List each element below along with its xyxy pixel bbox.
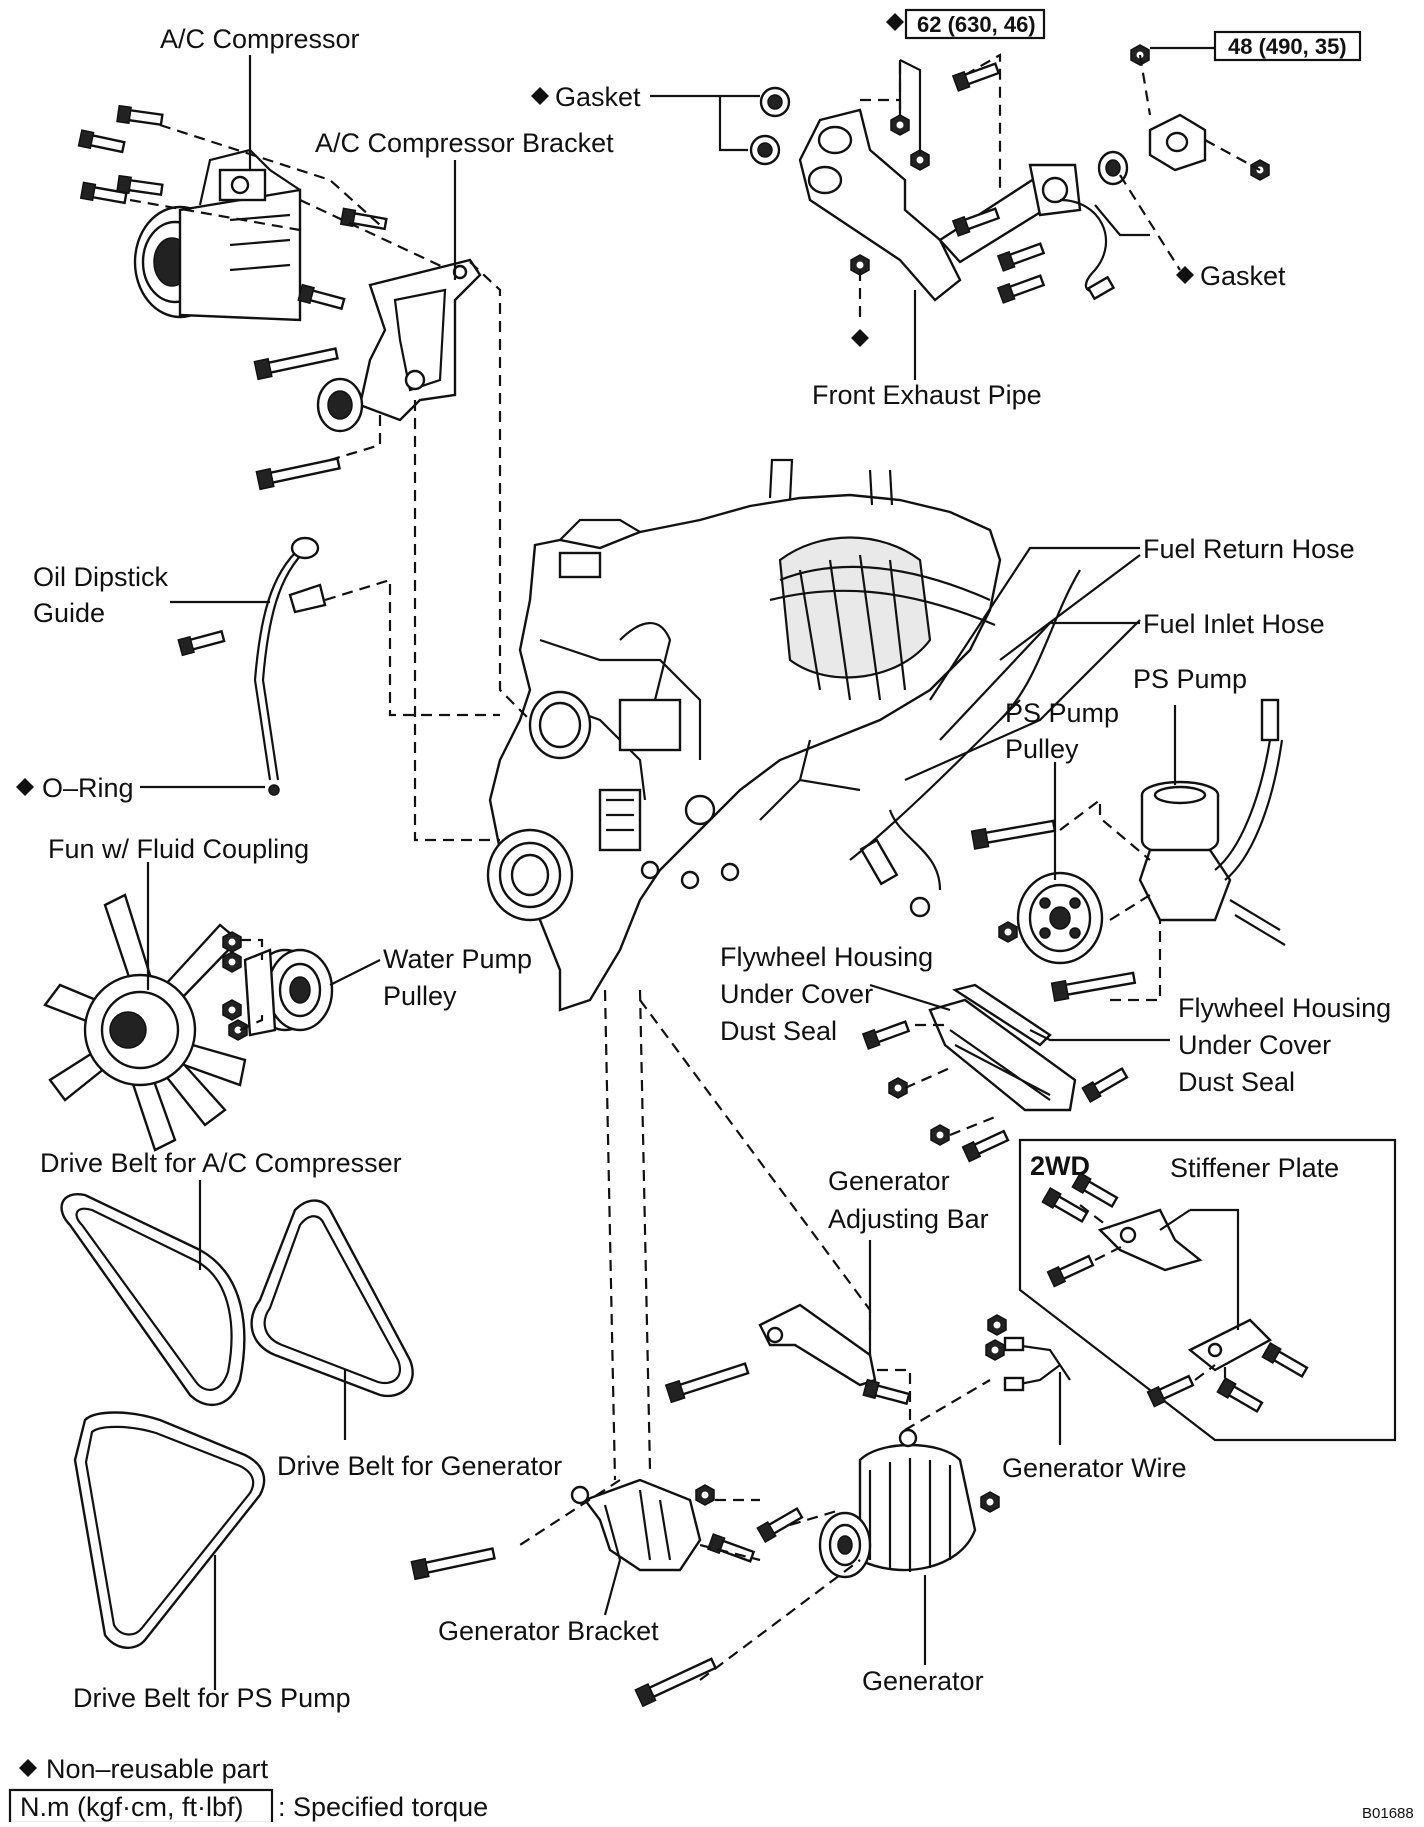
label-fuel-return-hose: Fuel Return Hose <box>1143 534 1355 564</box>
label-fhuc-left-1: Flywheel Housing <box>720 942 933 972</box>
label-ps-pump-pulley-1: PS Pump <box>1005 698 1119 728</box>
legend-torque-box <box>8 1788 274 1825</box>
label-drive-belt-ps: Drive Belt for PS Pump <box>73 1683 351 1713</box>
label-oil-dipstick-2: Guide <box>33 598 105 628</box>
generator-wire <box>1003 1336 1071 1392</box>
label-water-pump-1: Water Pump <box>383 944 532 974</box>
generator <box>818 1428 977 1579</box>
legend-non-reusable: Non–reusable part <box>46 1754 269 1784</box>
label-generator-bracket: Generator Bracket <box>438 1616 659 1646</box>
label-gen-adj-2: Adjusting Bar <box>828 1204 989 1234</box>
drive-belt-ac <box>60 1193 246 1406</box>
label-drive-belt-generator: Drive Belt for Generator <box>277 1451 562 1481</box>
ps-pump-pulley <box>1016 871 1104 965</box>
label-o-ring: O–Ring <box>42 773 134 803</box>
torque-box-62 <box>904 8 1046 40</box>
legend-torque-text: : Specified torque <box>278 1792 488 1822</box>
label-gasket-right: Gasket <box>1200 261 1286 291</box>
label-drive-belt-ac: Drive Belt for A/C Compresser <box>40 1148 402 1178</box>
water-pump-pulley <box>243 948 334 1037</box>
generator-adjusting-bar <box>758 1303 877 1387</box>
fan-with-fluid-coupling <box>43 893 247 1152</box>
label-ps-pump: PS Pump <box>1133 664 1247 694</box>
gasket-right-part <box>1097 113 1207 186</box>
ac-compressor <box>133 148 302 322</box>
oil-dipstick-guide <box>253 536 327 796</box>
label-oil-dipstick-1: Oil Dipstick <box>33 562 169 592</box>
diamond-icon <box>851 329 869 347</box>
label-fuel-inlet-hose: Fuel Inlet Hose <box>1143 609 1325 639</box>
gasket-left-parts <box>749 86 791 166</box>
label-ac-compressor: A/C Compressor <box>160 24 360 54</box>
ps-pump <box>1138 698 1286 946</box>
label-fhuc-right-2: Under Cover <box>1178 1030 1331 1060</box>
two-wd-inset <box>1018 1138 1397 1442</box>
drive-belt-generator <box>250 1199 414 1398</box>
generator-bracket <box>570 1478 702 1572</box>
label-stiffener-plate: Stiffener Plate <box>1170 1153 1339 1183</box>
diamond-icon <box>16 778 34 796</box>
label-fan-coupling: Fun w/ Fluid Coupling <box>48 834 309 864</box>
figure-code: B01688 <box>1362 1805 1414 1822</box>
label-fhuc-right-1: Flywheel Housing <box>1178 993 1391 1023</box>
label-2wd: 2WD <box>1030 1151 1090 1181</box>
label-fhuc-right-3: Dust Seal <box>1178 1067 1295 1097</box>
label-front-exhaust-pipe: Front Exhaust Pipe <box>812 380 1042 410</box>
drive-belt-ps <box>73 1411 266 1649</box>
label-torque-62: 62 (630, 46) <box>917 12 1036 37</box>
torque-box-48 <box>1213 30 1362 62</box>
front-exhaust-pipe <box>798 108 1116 302</box>
label-generator: Generator <box>862 1666 984 1696</box>
label-gasket-left: Gasket <box>555 82 641 112</box>
label-generator-wire: Generator Wire <box>1002 1453 1187 1483</box>
legend-torque-box-text: N.m (kgf·cm, ft·lbf) <box>20 1792 244 1822</box>
label-fhuc-left-2: Under Cover <box>720 979 873 1009</box>
label-ps-pump-pulley-2: Pulley <box>1005 734 1079 764</box>
label-torque-48: 48 (490, 35) <box>1228 34 1347 59</box>
label-fhuc-left-3: Dust Seal <box>720 1016 837 1046</box>
diamond-icon <box>19 1759 37 1777</box>
label-ac-compressor-bracket: A/C Compressor Bracket <box>315 128 614 158</box>
diamond-icon <box>886 13 904 31</box>
ac-compressor-bracket <box>316 258 482 433</box>
label-water-pump-2: Pulley <box>383 981 457 1011</box>
diamond-icon <box>531 87 549 105</box>
label-gen-adj-1: Generator <box>828 1166 950 1196</box>
engine-block <box>486 458 1002 1012</box>
flywheel-housing-under-cover <box>928 983 1077 1112</box>
